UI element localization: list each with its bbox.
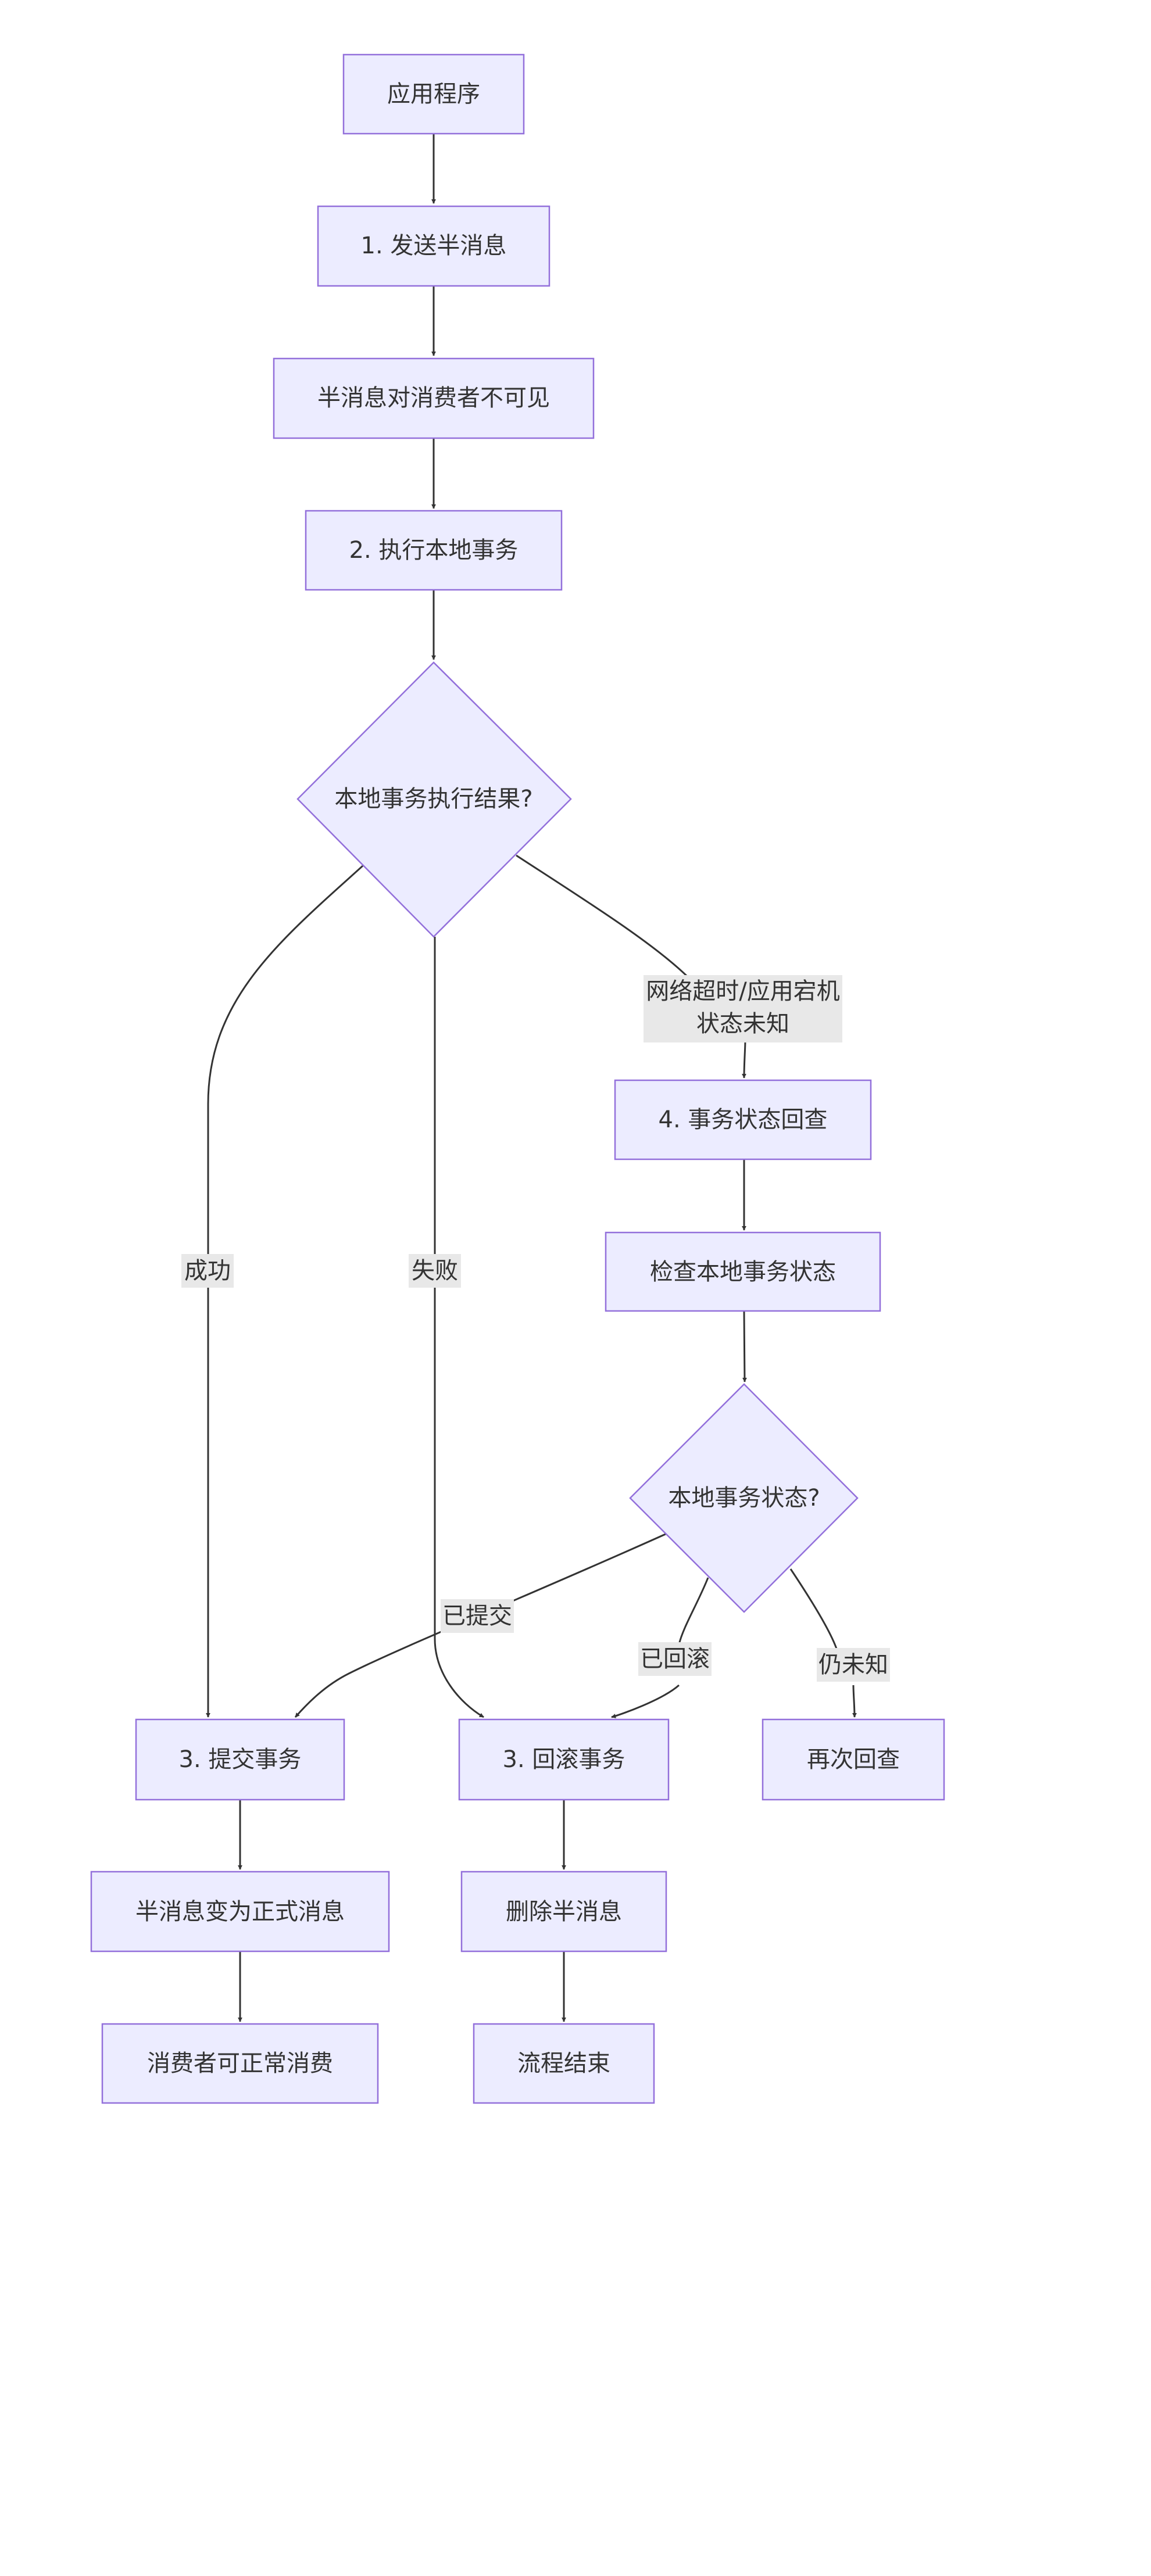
label-unknown-line2: 状态未知 [696,1011,789,1037]
nodes: 应用程序 1. 发送半消息 半消息对消费者不可见 2. 执行本地事务 本地事务执… [90,53,945,2104]
label-fail: 失败 [409,1254,461,1288]
label-fail-text: 失败 [412,1257,458,1284]
node-invisible-label: 半消息对消费者不可见 [317,385,550,411]
node-app-label: 应用程序 [387,81,480,108]
edge-checkstate-to-decision [742,1310,747,1382]
label-unknown-line1: 网络超时/应用宕机 [646,978,839,1005]
node-recheck: 再次回查 [762,1718,945,1801]
edge-labels: 成功 失败 网络超时/应用宕机 状态未知 已提交 已回滚 仍未知 [181,975,890,1682]
node-consume: 消费者可正常消费 [101,2023,379,2104]
node-consume-label: 消费者可正常消费 [147,2050,333,2077]
node-commit: 3. 提交事务 [135,1718,345,1801]
node-send-half-label: 1. 发送半消息 [361,232,507,259]
node-invisible: 半消息对消费者不可见 [273,357,595,439]
edges [206,134,855,2022]
node-check-back-label: 4. 事务状态回查 [659,1106,828,1133]
label-still-unknown-text: 仍未知 [818,1651,888,1678]
label-still-unknown: 仍未知 [817,1648,890,1682]
node-state-decision: 本地事务状态? [629,1383,859,1613]
edge-rolledback [612,1577,709,1717]
edge-success [206,865,364,1718]
node-end: 流程结束 [473,2023,655,2104]
node-to-formal: 半消息变为正式消息 [90,1871,390,1952]
label-success-text: 成功 [184,1257,231,1284]
node-to-formal-label: 半消息变为正式消息 [135,1898,345,1925]
node-send-half: 1. 发送半消息 [317,205,551,287]
edge-committed [294,1533,666,1718]
label-success: 成功 [181,1254,234,1288]
label-committed: 已提交 [441,1599,514,1633]
node-rollback-label: 3. 回滚事务 [503,1746,625,1773]
node-result-decision: 本地事务执行结果? [296,661,572,938]
node-state-decision-label: 本地事务状态? [668,1485,820,1511]
node-exec-local: 2. 执行本地事务 [305,510,563,591]
label-rolledback: 已回滚 [638,1642,712,1676]
node-recheck-label: 再次回查 [807,1746,900,1773]
node-end-label: 流程结束 [517,2050,610,2077]
node-commit-label: 3. 提交事务 [179,1746,302,1773]
node-result-decision-label: 本地事务执行结果? [334,786,532,812]
edge-still-unknown [789,1568,855,1717]
node-delete-half: 删除半消息 [460,1871,667,1952]
edge-fail [434,937,484,1718]
node-check-back: 4. 事务状态回查 [614,1079,872,1160]
node-exec-local-label: 2. 执行本地事务 [349,537,519,564]
node-delete-half-label: 删除半消息 [506,1898,622,1925]
label-rolledback-text: 已回滚 [640,1646,710,1672]
node-check-state-label: 检查本地事务状态 [650,1259,836,1285]
edge-unknown [516,854,745,1078]
node-app: 应用程序 [342,53,525,135]
label-committed-text: 已提交 [442,1603,512,1629]
node-check-state: 检查本地事务状态 [605,1231,881,1312]
node-rollback: 3. 回滚事务 [458,1718,670,1801]
label-unknown: 网络超时/应用宕机 状态未知 [644,975,842,1042]
